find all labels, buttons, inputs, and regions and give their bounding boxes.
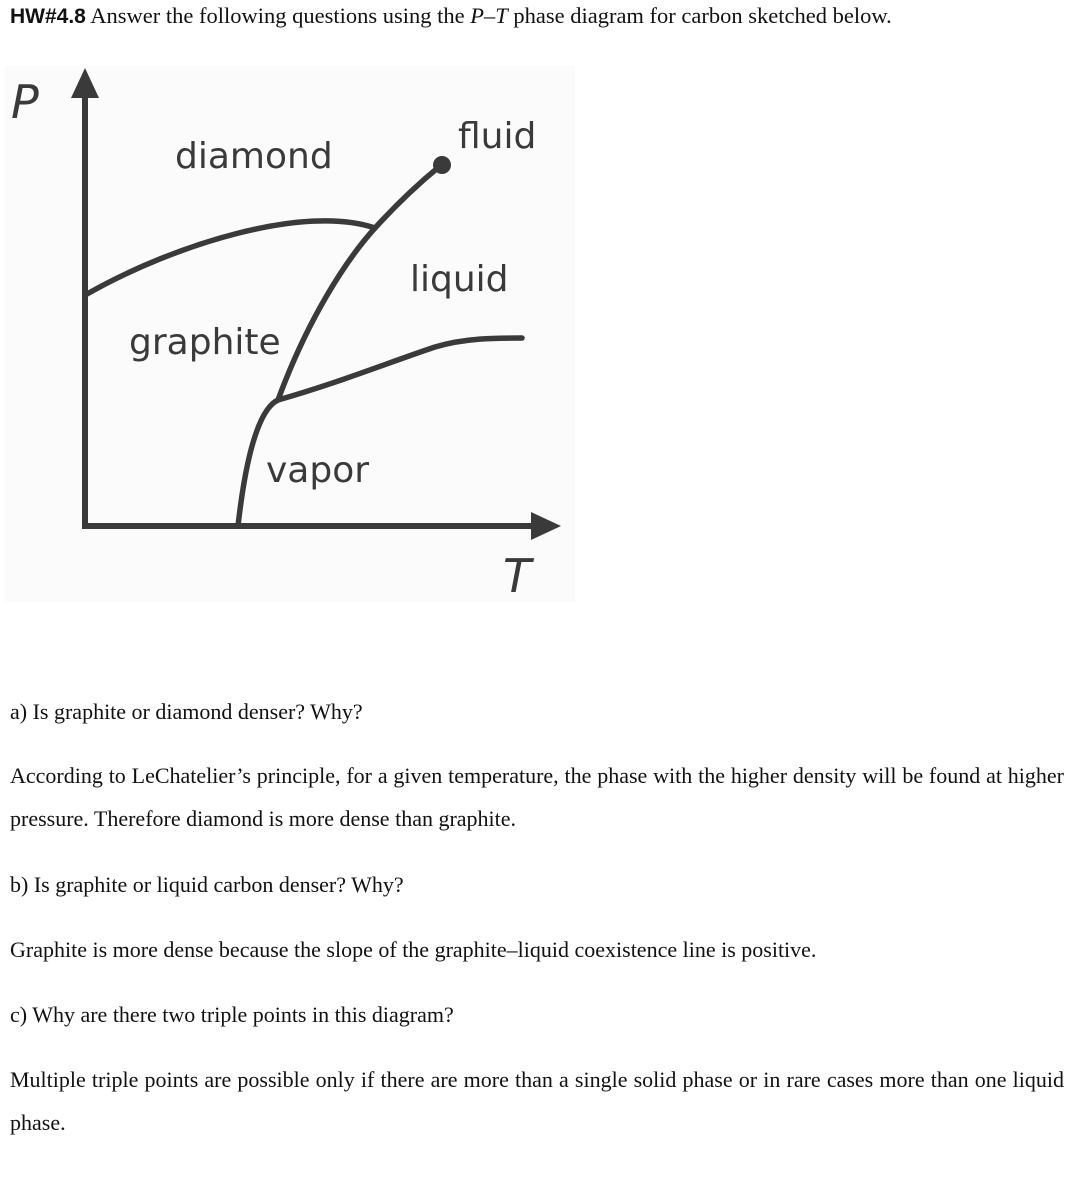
question-a: a) Is graphite or diamond denser? Why? [10,699,363,724]
critical-point-marker [433,156,451,174]
region-label-fluid: fluid [458,116,536,157]
problem-instruction-start: Answer the following questions using the [90,3,465,28]
phase-diagram-svg: P T diamond fluid liquid graphite vapor [5,66,575,602]
question-b: b) Is graphite or liquid carbon denser? … [10,872,404,897]
region-label-vapor: vapor [266,450,369,491]
question-c: c) Why are there two triple points in th… [10,1002,454,1027]
region-label-liquid: liquid [410,259,509,300]
temperature-axis-label: T [503,549,535,602]
pressure-axis-label: P [11,75,39,129]
answer-a: According to LeChatelier’s principle, fo… [10,763,1064,831]
pressure-axis-arrow-icon [71,68,99,98]
diagram-type-symbol: P–T [470,3,508,28]
graphite-diamond-coexistence-line [84,218,378,297]
vapor-solid-coexistence-line [235,225,378,529]
answer-c: Multiple triple points are possible only… [10,1067,1064,1135]
problem-label: HW#4.8 [10,5,86,28]
region-label-graphite: graphite [129,322,281,363]
region-label-diamond: diamond [175,136,333,177]
problem-header: HW#4.8 Answer the following questions us… [10,1,1060,32]
problem-instruction-end: phase diagram for carbon sketched below. [513,3,892,28]
diagram-background [5,66,575,602]
liquid-diamond-coexistence-line [372,163,443,231]
temperature-axis-arrow-icon [531,512,561,540]
phase-diagram: P T diamond fluid liquid graphite vapor [5,66,575,602]
graphite-liquid-coexistence-line [275,335,525,403]
answer-b: Graphite is more dense because the slope… [10,937,817,962]
